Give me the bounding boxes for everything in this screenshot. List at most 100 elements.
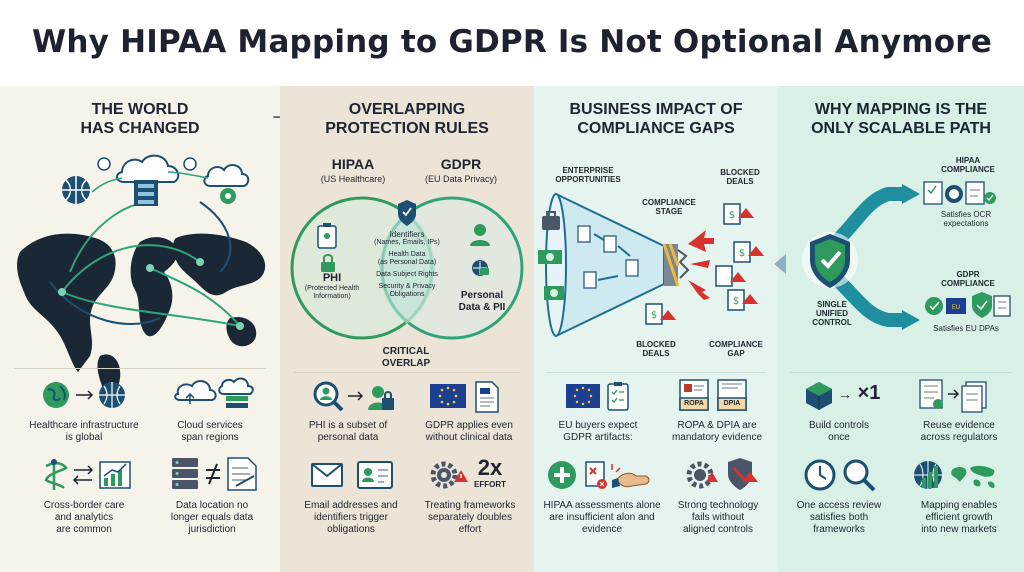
item-label: PHI is a subset of personal data (288, 420, 408, 444)
overlap-list: Identifiers (Names, Emails, IPs) Health … (364, 230, 450, 299)
item-label: Cloud services span regions (150, 420, 270, 444)
panel-heading: WHY MAPPING IS THE ONLY SCALABLE PATH (778, 100, 1024, 138)
effort-multiplier: 2x (477, 455, 503, 480)
heading-line: WHY MAPPING IS THE (814, 101, 988, 118)
blocked-deals-label: BLOCKED DEALS (626, 340, 686, 358)
overlap-item: Security & Privacy (378, 283, 436, 290)
hipaa-compliance-sub: Satisfies OCR expectations (918, 210, 1014, 228)
funnel-illustration: $ $ $ $ (538, 192, 764, 338)
label-line: GDPR (956, 270, 980, 279)
item-label: Mapping enables efficient growth into ne… (898, 500, 1020, 536)
blocked-deals-label: BLOCKED DEALS (710, 168, 770, 186)
panel-business-impact: BUSINESS IMPACT OF COMPLIANCE GAPS ENTER… (534, 86, 778, 572)
label-line: Reuse evidence (923, 420, 995, 431)
svg-text:EU: EU (952, 304, 960, 311)
label-line: Strong technology (677, 500, 759, 511)
label-line: BLOCKED (636, 340, 676, 349)
label-line: GDPR artifacts: (563, 432, 633, 443)
label-line: mandatory evidence (671, 432, 763, 443)
item-label: HIPAA assessments alone are insufficient… (536, 500, 668, 536)
ropa-dpia-documents-icon (679, 379, 747, 411)
label-line: are common (56, 524, 112, 535)
label-line: Satisfies OCR (940, 210, 992, 219)
label-line: (Protected Health (304, 285, 360, 292)
phi-title: PHI (322, 272, 342, 284)
divider (14, 368, 266, 369)
label-line: separately doubles (428, 512, 512, 523)
label-line: evidence (581, 524, 623, 535)
label-line: longer equals data (170, 512, 254, 523)
overlap-item: (as Personal Data) (377, 259, 437, 266)
label-line: effort (458, 524, 482, 535)
server-not-equal-document-icon (172, 457, 257, 491)
single-unified-control-label: SINGLE UNIFIED CONTROL (790, 300, 874, 327)
label-line: STAGE (655, 207, 683, 216)
label-line: frameworks (813, 524, 865, 535)
page-title: Why HIPAA Mapping to GDPR Is Not Optiona… (32, 24, 992, 60)
label-line: UNIFIED (816, 309, 848, 318)
label-line: without clinical data (425, 432, 513, 443)
ropa-label: ROPA (684, 400, 704, 407)
label-line: GDPR applies even (425, 420, 513, 431)
globe-network-icon (43, 382, 125, 408)
label-line: One access review (796, 500, 882, 511)
item-label: Strong technology fails without aligned … (662, 500, 774, 536)
venn-diagram (290, 196, 524, 340)
hipaa-compliance-label: HIPAA COMPLIANCE (928, 156, 1008, 174)
label-line: COMPLIANCE (642, 198, 696, 207)
label-line: BLOCKED (720, 168, 760, 177)
world-map-illustration (17, 154, 266, 398)
eu-flag-document-icon (566, 382, 629, 411)
overlap-item: Health Data (388, 251, 426, 258)
heading-line: THE WORLD (91, 101, 189, 118)
label-line: DEALS (642, 349, 670, 358)
label-line: COMPLIANCE (709, 340, 763, 349)
hipaa-title: HIPAA (331, 156, 375, 172)
label-line: Build controls (808, 420, 870, 431)
eu-flag-document-icon (430, 381, 499, 413)
hipaa-subtitle: (US Healthcare) (320, 174, 386, 184)
label-line: CONTROL (812, 318, 852, 327)
compliance-gap-label: COMPLIANCE GAP (698, 340, 774, 358)
gdpr-compliance-sub: Satisfies EU DPAs (933, 324, 999, 333)
critical-overlap-label: CRITICAL OVERLAP (366, 346, 446, 370)
item-label: EU buyers expect GDPR artifacts: (540, 420, 656, 444)
overlap-item: Data Subject Rights (376, 271, 438, 278)
label-line: GAP (727, 349, 745, 358)
label-line: is global (65, 432, 103, 443)
documents-stack-icon (919, 379, 987, 413)
arrow-right-icon: → (838, 386, 852, 402)
label-line: Email addresses and (304, 500, 398, 511)
item-label: Healthcare infrastructure is global (14, 420, 154, 444)
heading-line: HAS CHANGED (80, 120, 200, 137)
globe-growth-map-icon (914, 461, 995, 489)
label-line: EU buyers expect (558, 420, 638, 431)
label-line: Mapping enables (920, 500, 998, 511)
heading-line: COMPLIANCE GAPS (577, 120, 735, 137)
divider (546, 372, 766, 373)
gdpr-title: GDPR (440, 156, 482, 172)
enterprise-label: ENTERPRISE OPPORTUNITIES (538, 166, 638, 184)
label-line: COMPLIANCE (941, 279, 995, 288)
label-line: OPPORTUNITIES (555, 175, 621, 184)
label-line: are insufficient alon and (549, 512, 655, 523)
label-line: span regions (181, 432, 239, 443)
email-id-card-icon (311, 461, 393, 489)
svg-text:$: $ (729, 210, 735, 221)
heading-line: OVERLAPPING (348, 101, 466, 118)
label-line: personal data (317, 432, 379, 443)
label-line: PHI is a subset of (308, 420, 388, 431)
gear-warning-icon (430, 461, 468, 489)
label-line: Healthcare infrastructure (29, 420, 139, 431)
dpia-label: DPIA (723, 400, 741, 407)
item-label: GDPR applies even without clinical data (408, 420, 530, 444)
label-line: Cloud services (177, 420, 243, 431)
label-line: HIPAA assessments alone (543, 500, 661, 511)
panel-world-changed: THE WORLD HAS CHANGED (0, 86, 280, 572)
overlap-item: (Names, Emails, IPs) (374, 239, 440, 246)
item-label: Email addresses and identifiers trigger … (288, 500, 414, 536)
svg-text:$: $ (651, 310, 657, 321)
phi-subtitle: (Protected Health Information) (298, 285, 366, 301)
label-line: Data & PII (458, 302, 506, 313)
label-line: CRITICAL (382, 346, 430, 357)
